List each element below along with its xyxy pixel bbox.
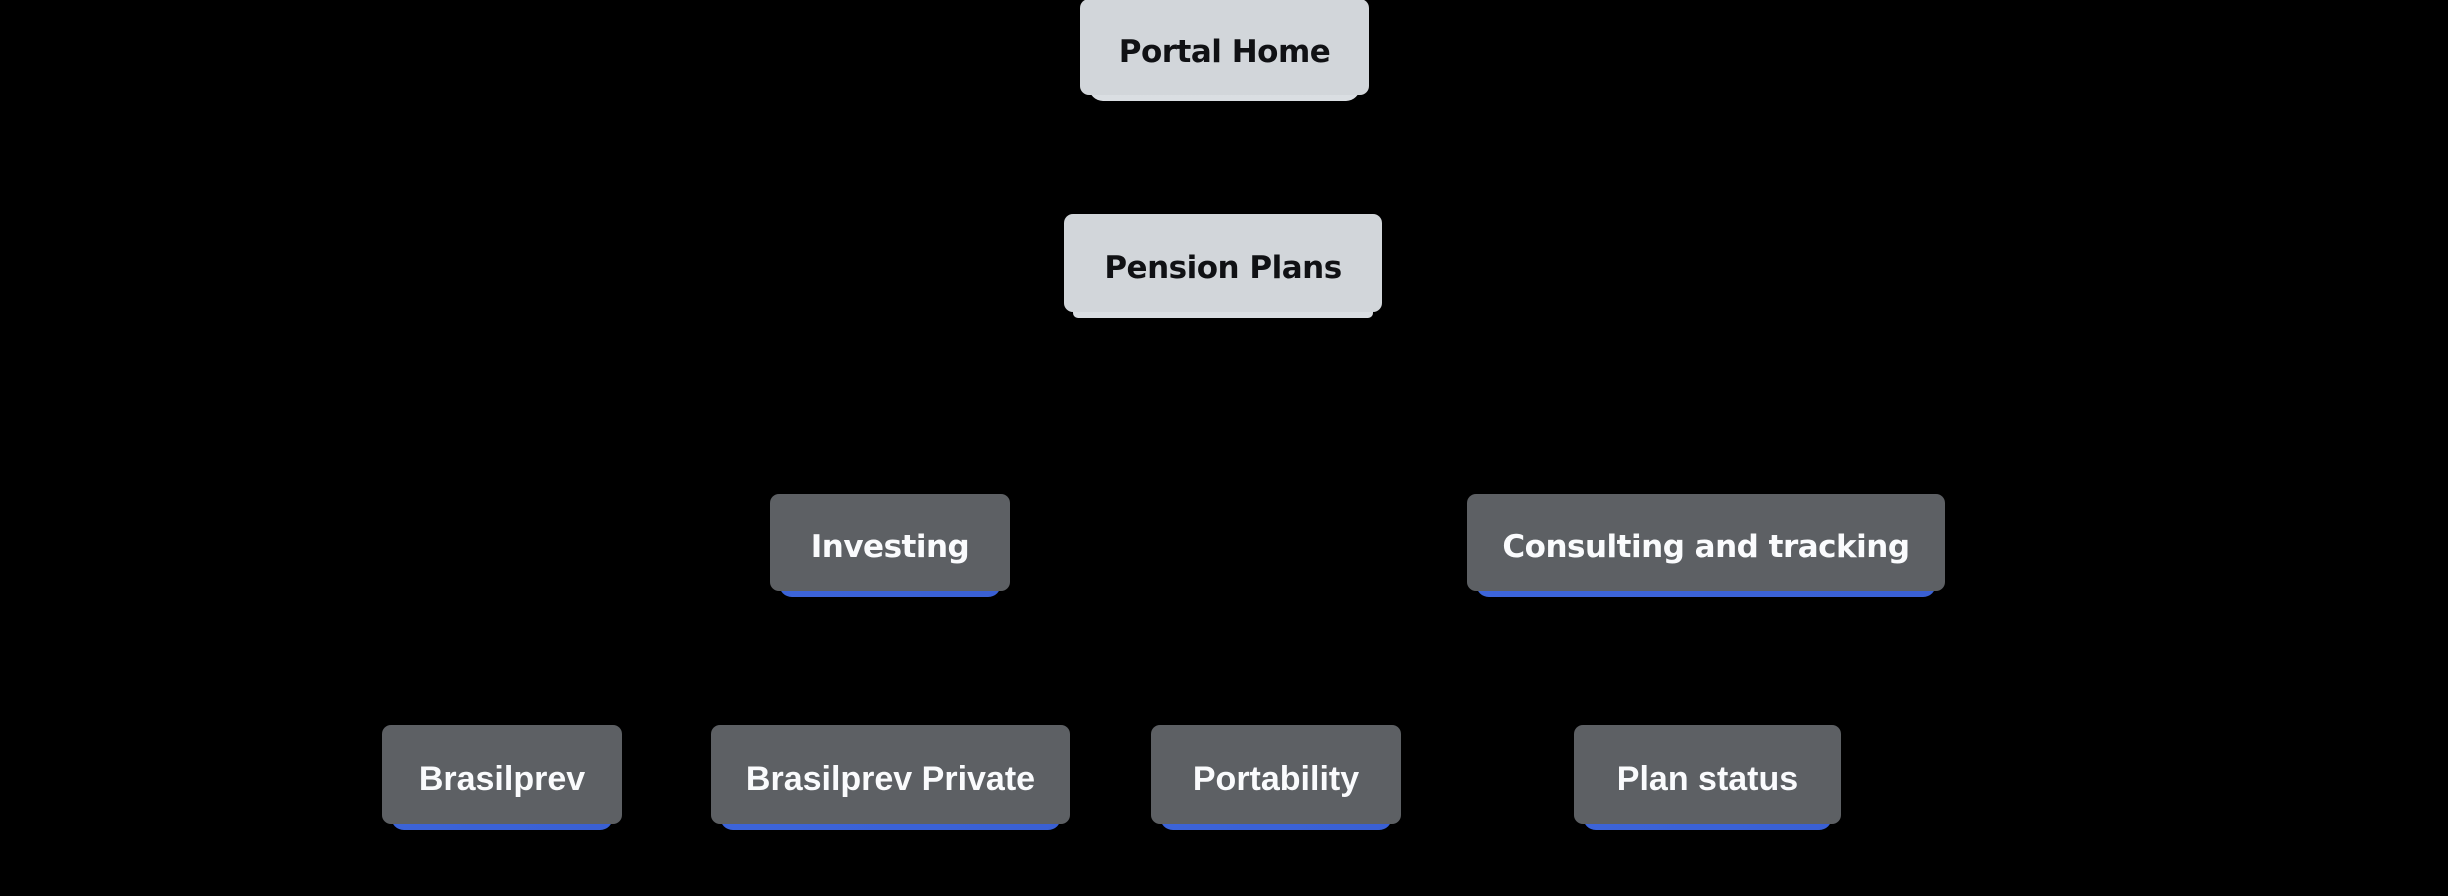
- flow-node-consulting-and-tracking-label: Consulting and tracking: [1502, 529, 1910, 565]
- flow-node-consulting-and-tracking: Consulting and tracking: [1467, 494, 1945, 597]
- flow-node-investing-label: Investing: [810, 529, 970, 565]
- flow-node-portability: Portability: [1151, 725, 1401, 830]
- flow-node-pension-plans-label: Pension Plans: [1104, 249, 1342, 286]
- flow-node-portability-label: Portability: [1192, 759, 1360, 798]
- flow-node-plan-status: Plan status: [1574, 725, 1841, 830]
- flow-node-plan-status-label: Plan status: [1616, 759, 1799, 798]
- flow-node-portal-home: Portal Home: [1080, 0, 1369, 101]
- flow-node-brasilprev: Brasilprev: [382, 725, 622, 830]
- flow-node-brasilprev-label: Brasilprev: [418, 759, 586, 798]
- flow-node-pension-plans: Pension Plans: [1064, 214, 1382, 318]
- flow-node-portal-home-label: Portal Home: [1118, 33, 1331, 70]
- flow-node-investing: Investing: [770, 494, 1010, 597]
- flow-node-brasilprev-private-label: Brasilprev Private: [745, 759, 1036, 798]
- flow-node-brasilprev-private: Brasilprev Private: [711, 725, 1070, 830]
